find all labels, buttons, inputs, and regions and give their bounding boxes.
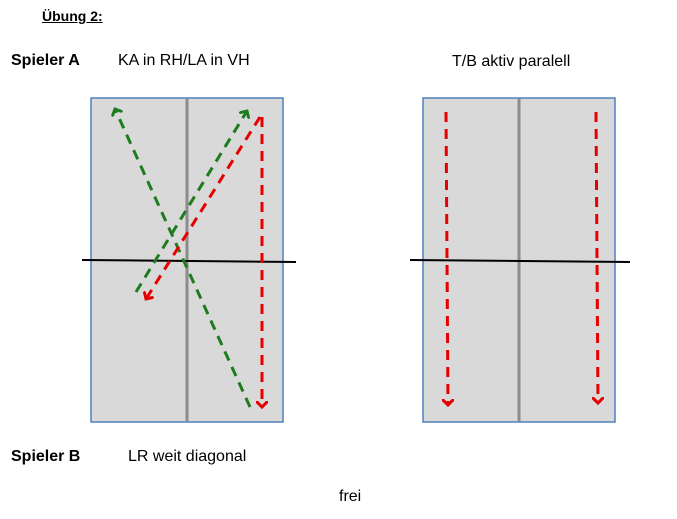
left-table — [81, 97, 297, 423]
player-a-exercise-left: KA in RH/LA in VH — [118, 52, 250, 69]
player-b-exercise: LR weit diagonal — [128, 448, 247, 465]
left-table-net — [81, 259, 297, 263]
footer-text: frei — [339, 488, 362, 505]
red-arrow-parallel-right — [596, 111, 598, 403]
player-a-label: Spieler A — [11, 52, 80, 69]
player-b-label: Spieler B — [11, 448, 81, 465]
right-table — [409, 97, 631, 423]
red-arrow-diagonal-down-left — [146, 116, 262, 299]
green-arrow-diagonal-up-right — [134, 111, 247, 293]
right-table-net — [409, 259, 631, 263]
player-a-exercise-right: T/B aktiv paralell — [452, 53, 571, 70]
right-table-arrows — [446, 111, 598, 405]
left-table-arrows — [115, 109, 262, 407]
red-arrow-parallel-left — [446, 111, 448, 405]
green-arrow-diagonal-up-left — [115, 109, 252, 408]
exercise-title: Übung 2: — [42, 8, 103, 24]
